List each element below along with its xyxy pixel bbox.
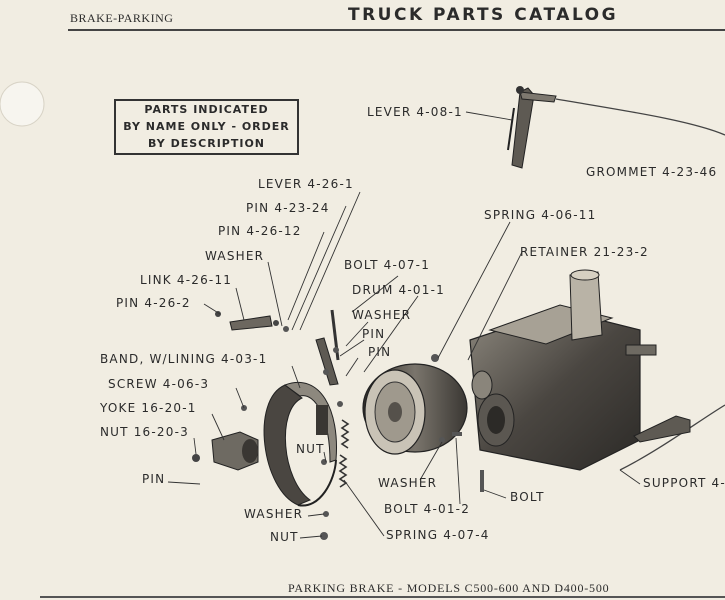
label-grommet: GROMMET 4-23-46: [586, 165, 718, 179]
leader-lines: [167, 111, 641, 539]
label-washer-4: WASHER: [244, 507, 304, 521]
nut-part: [320, 532, 328, 540]
section-heading: BRAKE-PARKING: [70, 11, 174, 25]
label-drum-4-01-1: DRUM 4-01-1: [352, 283, 445, 297]
brake-drum: [362, 363, 468, 455]
brake-cable-lower: [619, 404, 725, 471]
label-link-4-26-11: LINK 4-26-11: [140, 273, 233, 287]
label-bolt-4-01-2: BOLT 4-01-2: [384, 502, 471, 516]
bolt-part: [452, 432, 462, 436]
figure-caption: PARKING BRAKE - MODELS C500-600 AND D400…: [288, 581, 610, 595]
label-retainer: RETAINER 21-23-2: [520, 245, 649, 259]
support-bracket: [633, 415, 691, 443]
washer-part: [439, 437, 445, 443]
label-screw: SCREW 4-06-3: [108, 377, 210, 391]
hand-lever: [507, 86, 557, 169]
spring-part: [431, 354, 439, 362]
punch-hole: [0, 81, 45, 127]
label-pin-b: PIN: [368, 345, 392, 359]
footer-rule: [40, 596, 725, 598]
label-spring-4-07-4: SPRING 4-07-4: [386, 528, 490, 542]
page-title: TRUCK PARTS CATALOG: [348, 5, 619, 25]
label-pin-4-26-2: PIN 4-26-2: [116, 296, 191, 310]
transmission: [469, 269, 657, 471]
label-spring-4-06-11: SPRING 4-06-11: [484, 208, 597, 222]
label-pin-4-26-12: PIN 4-26-12: [218, 224, 302, 238]
label-bolt: BOLT: [510, 490, 545, 504]
return-spring: [340, 419, 350, 449]
note-line: BY NAME ONLY - ORDER: [123, 120, 290, 133]
label-pin-c: PIN: [142, 472, 166, 486]
label-washer: WASHER: [205, 249, 265, 263]
label-nut-bottom: NUT: [270, 530, 299, 544]
bolt-part-2: [480, 470, 484, 492]
label-nut-16-20-3: NUT 16-20-3: [100, 425, 189, 439]
note-line: BY DESCRIPTION: [148, 137, 265, 150]
label-lever-4-26-1: LEVER 4-26-1: [258, 177, 354, 191]
label-pin-4-23-24: PIN 4-23-24: [246, 201, 330, 215]
nut-part-2: [321, 459, 327, 465]
label-band: BAND, W/LINING 4-03-1: [100, 352, 268, 366]
return-spring-lower: [338, 454, 348, 488]
yoke: [192, 431, 259, 471]
parts-note-box: PARTS INDICATED BY NAME ONLY - ORDER BY …: [114, 99, 299, 155]
brake-band: [263, 382, 338, 507]
label-yoke: YOKE 16-20-1: [100, 401, 197, 415]
label-support: SUPPORT 4-: [643, 476, 725, 490]
label-lever-4-08-1: LEVER 4-08-1: [367, 105, 463, 119]
brake-cable: [555, 98, 725, 136]
label-washer-2: WASHER: [352, 308, 412, 322]
label-pin-a: PIN: [362, 327, 386, 341]
washer-part-2: [323, 511, 329, 517]
header-rule: [68, 29, 725, 31]
link-assembly: [215, 309, 343, 407]
label-washer-3: WASHER: [378, 476, 438, 490]
note-line: PARTS INDICATED: [144, 103, 269, 116]
label-nut-center: NUT: [296, 442, 325, 456]
label-bolt-4-07-1: BOLT 4-07-1: [344, 258, 431, 272]
